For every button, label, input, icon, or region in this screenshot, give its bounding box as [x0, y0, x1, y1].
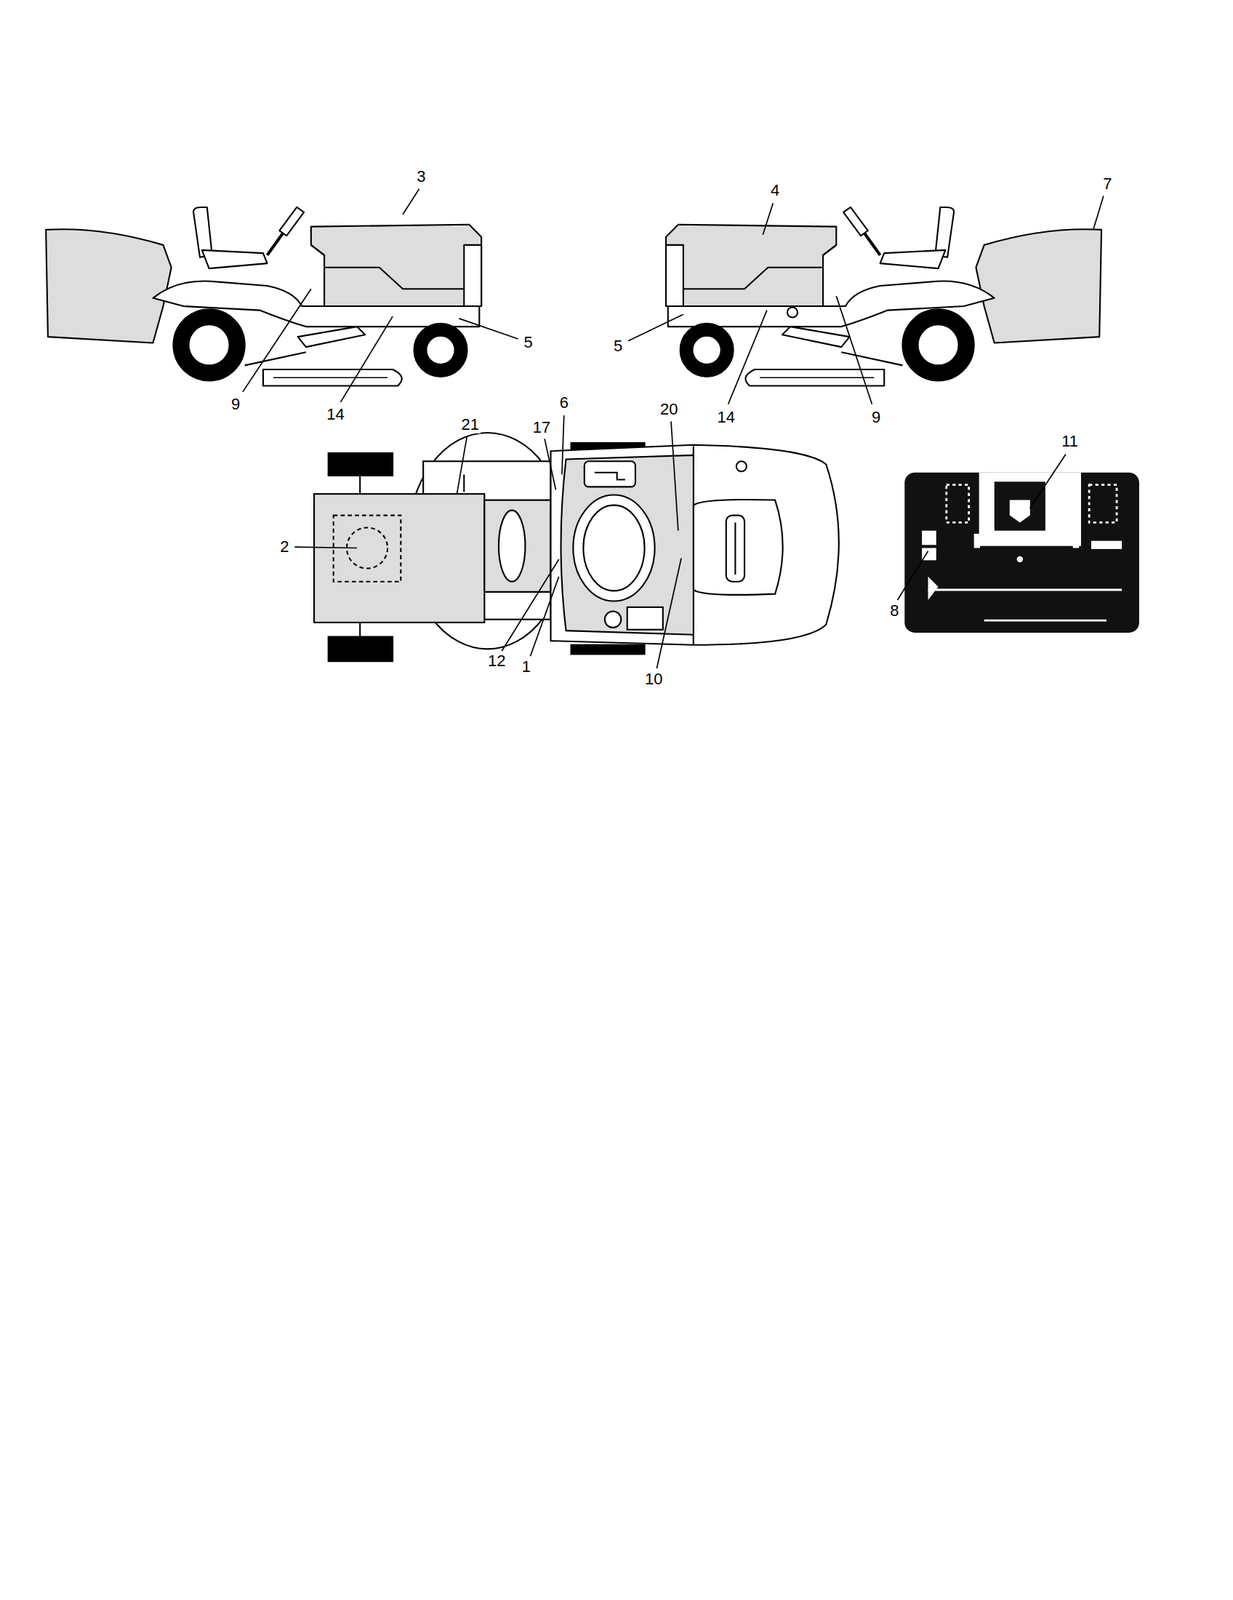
callout-number: 20	[658, 400, 680, 419]
callout-number: 14	[324, 405, 346, 424]
callout-number: 2	[278, 537, 291, 556]
callout-number: 4	[769, 181, 781, 200]
side-view-right	[665, 207, 1102, 386]
callout-number: 7	[1101, 175, 1114, 193]
callout-number: 9	[229, 395, 242, 413]
callout-number: 12	[486, 652, 507, 670]
callout-number: 1	[520, 657, 533, 676]
callout-number: 6	[558, 394, 570, 412]
deck-view	[904, 472, 1140, 633]
callout-number: 8	[888, 601, 901, 620]
callout-number: 21	[459, 415, 480, 434]
callout-number: 11	[1059, 432, 1080, 451]
callout-number: 10	[643, 670, 664, 688]
lever-knob	[787, 306, 798, 317]
leader-lines	[242, 189, 1104, 669]
callout-number: 5	[612, 337, 624, 355]
callout-number: 14	[716, 408, 737, 427]
side-view-left	[45, 207, 482, 386]
callout-number: 5	[522, 333, 535, 352]
callout-number: 17	[531, 418, 552, 437]
callout-number: 3	[415, 167, 427, 186]
callout-number: 9	[870, 408, 882, 427]
top-view	[314, 432, 839, 661]
